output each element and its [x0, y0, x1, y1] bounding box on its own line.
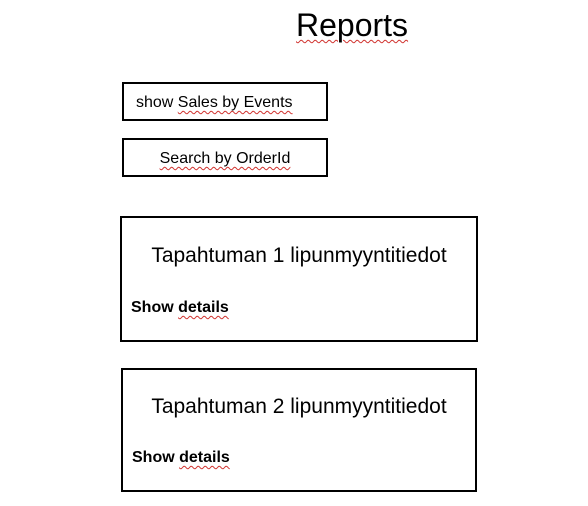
show-sales-by-events-prefix: show: [136, 94, 178, 111]
show-details-label: details: [179, 449, 230, 466]
event-card-title: Tapahtuman 1 lipunmyyntitiedot: [151, 244, 447, 267]
event-card-1: Tapahtuman 1 lipunmyyntitiedot Show deta…: [120, 216, 478, 342]
show-details-link-1[interactable]: Show details: [131, 298, 229, 318]
show-details-prefix: Show: [132, 449, 180, 466]
page-title: Reports: [296, 7, 409, 43]
show-details-link-2[interactable]: Show details: [132, 448, 230, 468]
show-details-prefix: Show: [131, 299, 179, 316]
search-by-order-id-label: Search by OrderId: [159, 150, 291, 167]
search-by-order-id-button[interactable]: Search by OrderId: [122, 138, 328, 177]
show-sales-by-events-button[interactable]: show Sales by Events: [122, 82, 328, 121]
event-card-title: Tapahtuman 2 lipunmyyntitiedot: [151, 395, 447, 418]
show-sales-by-events-label: Sales by Events: [177, 94, 293, 111]
event-card-2: Tapahtuman 2 lipunmyyntitiedot Show deta…: [121, 368, 477, 492]
show-details-label: details: [178, 299, 229, 316]
